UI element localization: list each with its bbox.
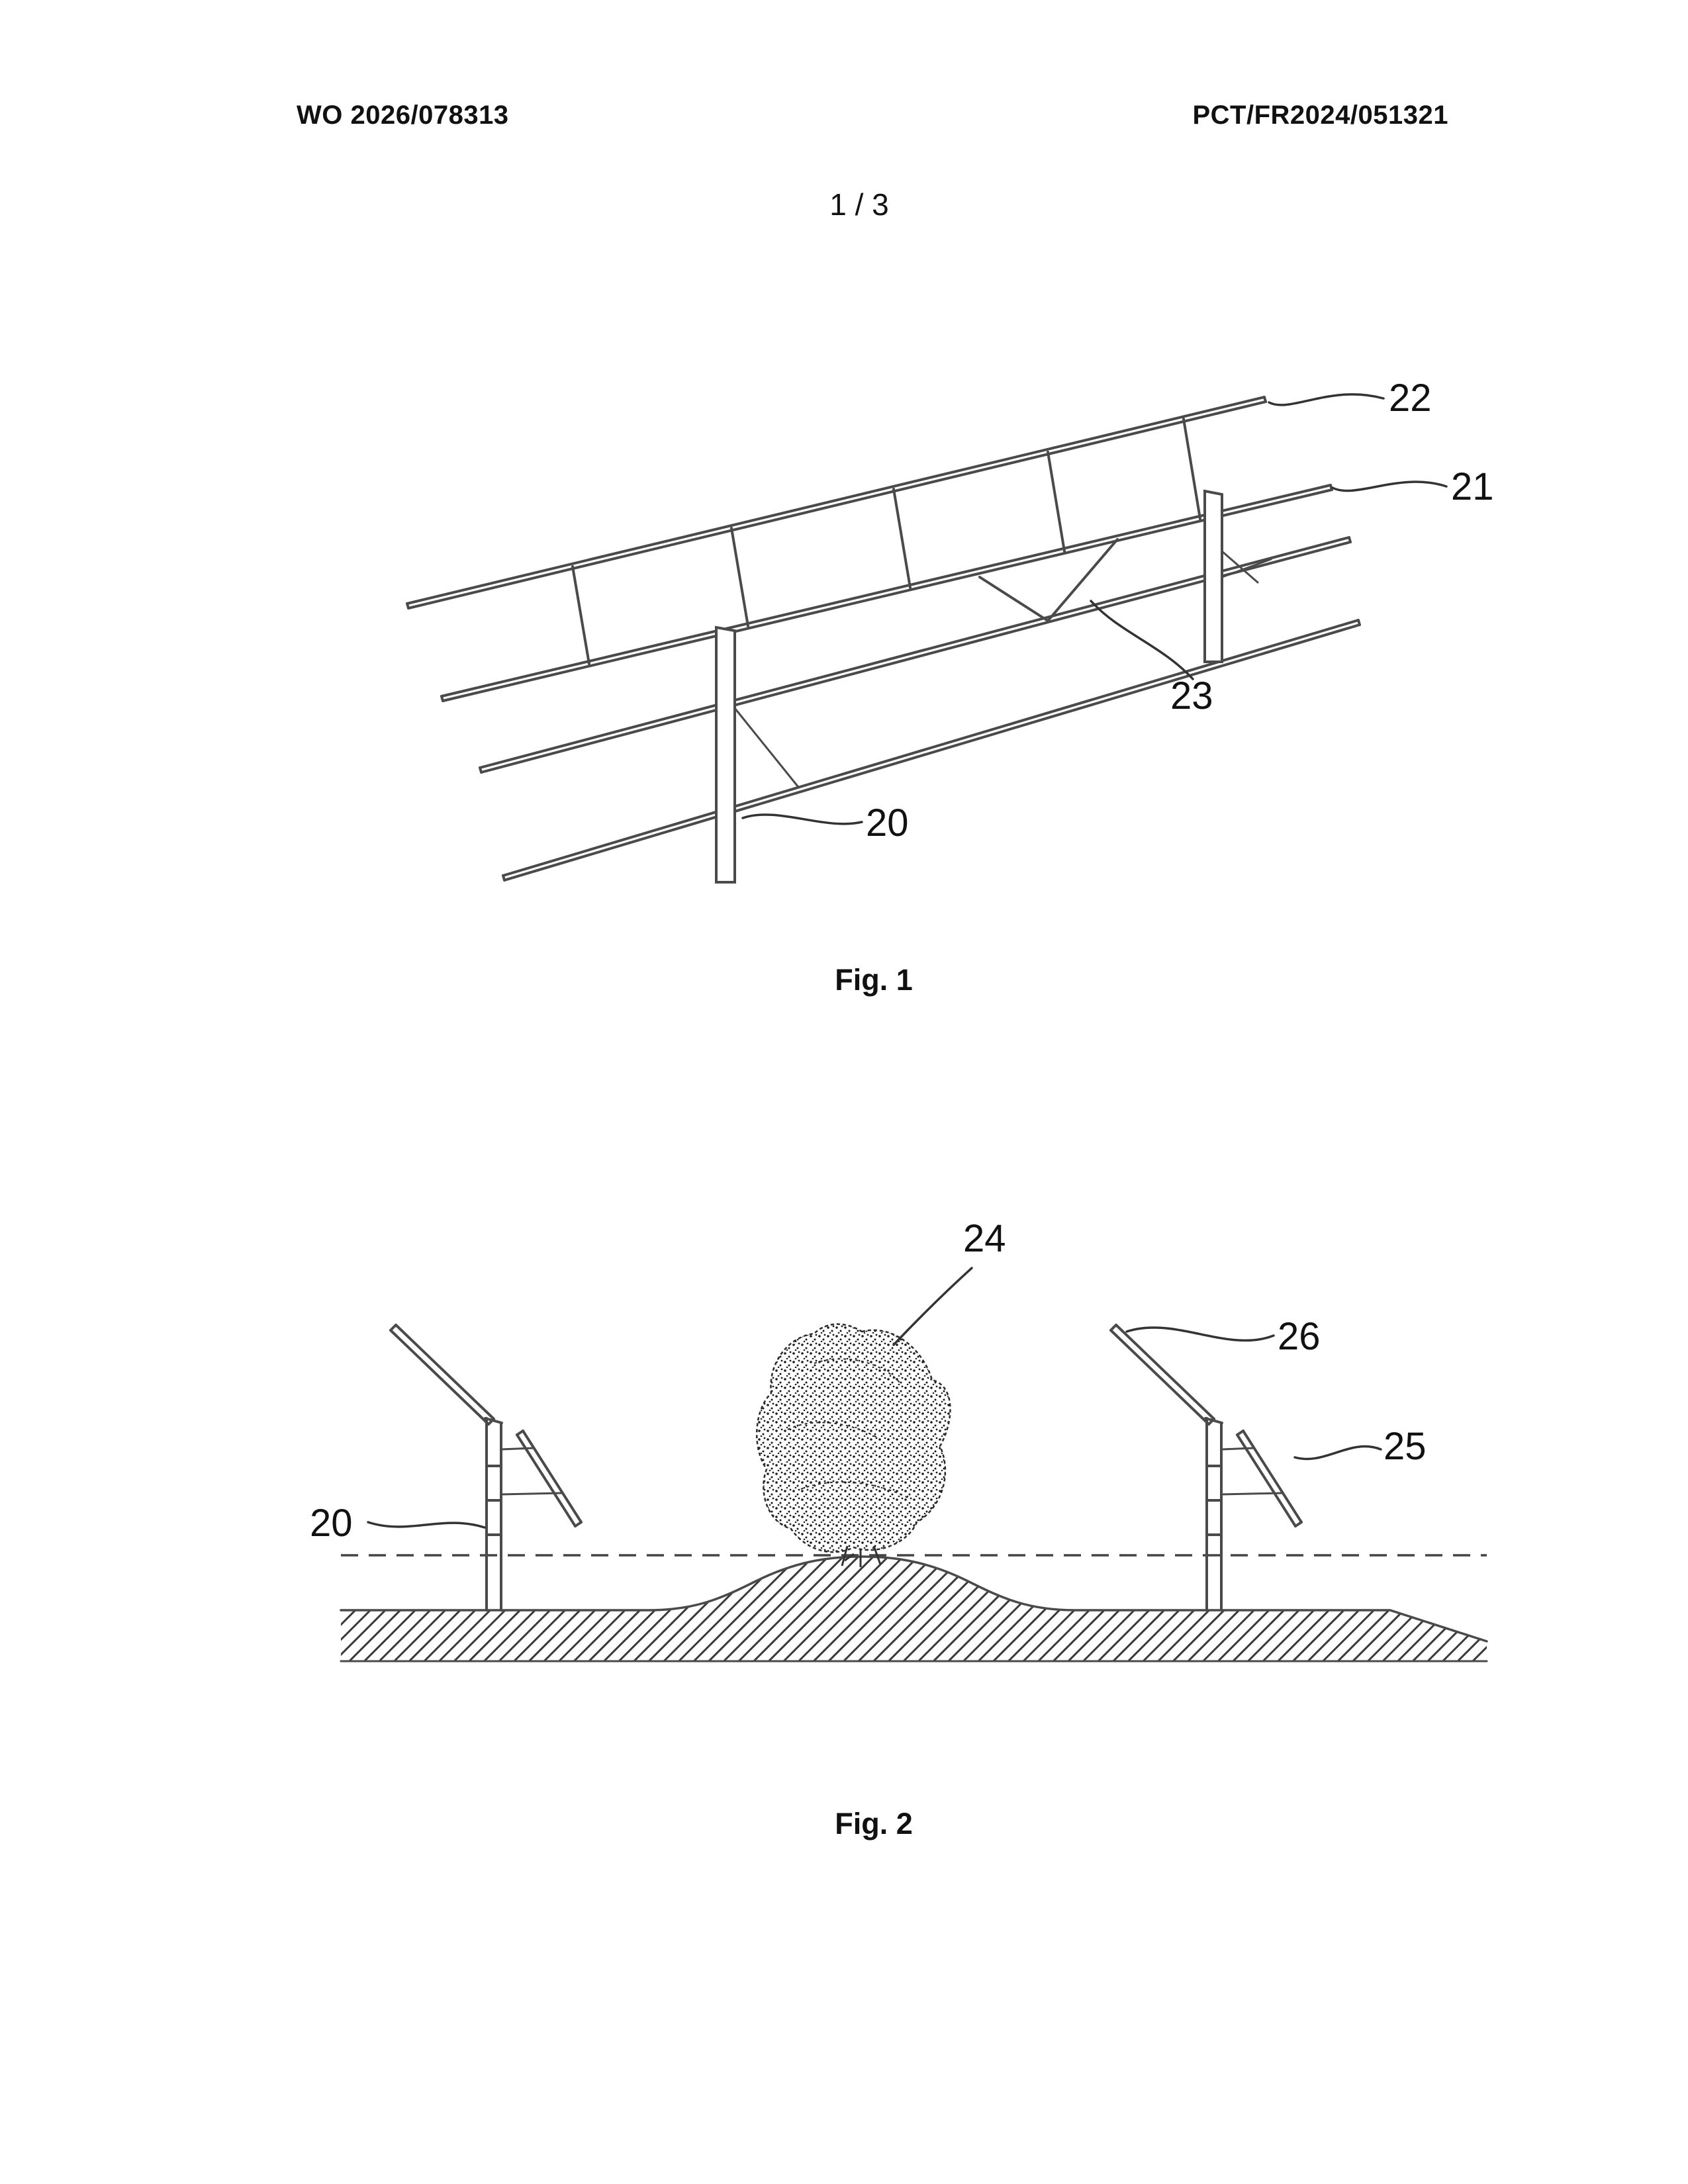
sheet-number: 1 / 3 — [829, 187, 889, 222]
right-side-bracket — [1220, 1447, 1284, 1496]
ref-label-26: 26 — [1278, 1315, 1321, 1358]
ref-label-22: 22 — [1389, 377, 1432, 420]
ref-label-20-fig2: 20 — [310, 1502, 353, 1545]
right-side-panel — [1236, 1430, 1303, 1527]
figure-2-caption: Fig. 2 — [835, 1807, 913, 1841]
figure-1-drawing — [406, 393, 1448, 884]
fig2-leader-24 — [892, 1267, 973, 1346]
fig1-leader-23 — [1090, 600, 1194, 680]
ref-label-24: 24 — [963, 1217, 1006, 1260]
ref-label-20-fig1: 20 — [866, 801, 909, 844]
fig1-diagonal-brace — [978, 538, 1119, 622]
left-post — [484, 1417, 503, 1612]
right-post — [1204, 1417, 1223, 1612]
left-side-panel — [516, 1430, 583, 1527]
left-side-bracket — [500, 1447, 563, 1496]
left-top-panel — [389, 1324, 495, 1426]
figure-1-caption: Fig. 1 — [835, 963, 913, 997]
fig2-leader-20 — [367, 1521, 486, 1529]
fig1-rungs — [571, 418, 1201, 665]
fig2-leader-26 — [1125, 1326, 1275, 1342]
fig1-leader-22 — [1268, 393, 1385, 406]
fig2-leader-25 — [1293, 1445, 1382, 1461]
right-top-panel — [1109, 1324, 1215, 1426]
bush — [756, 1323, 951, 1567]
left-assembly — [389, 1324, 583, 1612]
publication-number: WO 2026/078313 — [297, 101, 509, 130]
fig1-leader-21 — [1331, 480, 1448, 492]
ground-contour — [340, 1555, 1488, 1643]
figure-2-drawing — [340, 1267, 1488, 1662]
fig1-leader-20 — [741, 813, 863, 825]
fig1-front-post — [715, 625, 799, 884]
right-assembly — [1109, 1324, 1303, 1612]
ground-hatch — [340, 1555, 1488, 1662]
ref-label-25: 25 — [1383, 1425, 1427, 1468]
ref-label-21: 21 — [1451, 465, 1494, 508]
application-number: PCT/FR2024/051321 — [1192, 101, 1448, 130]
fig1-rear-post — [1203, 489, 1272, 663]
bush-trunk — [841, 1545, 882, 1567]
ref-label-23: 23 — [1170, 674, 1213, 717]
